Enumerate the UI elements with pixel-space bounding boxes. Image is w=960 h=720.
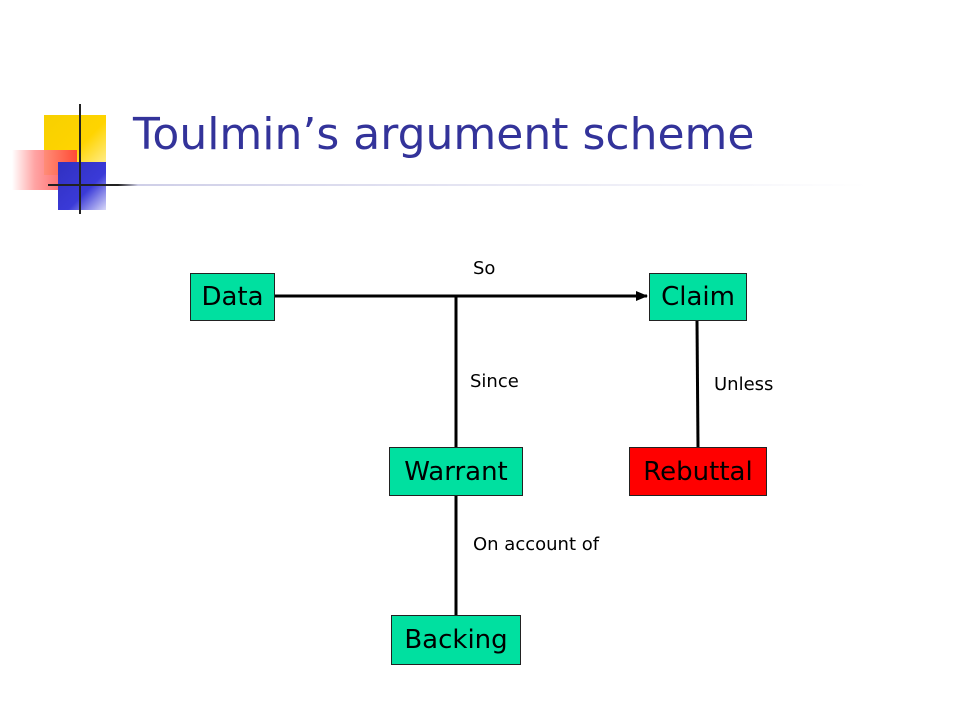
node-claim: Claim <box>649 273 747 321</box>
decorative-vertical-line <box>79 104 81 214</box>
slide-title: Toulmin’s argument scheme <box>133 109 755 160</box>
node-warrant-label: Warrant <box>404 456 508 487</box>
title-underline <box>48 184 868 186</box>
edge-label-unless: Unless <box>714 374 774 395</box>
node-warrant: Warrant <box>389 447 523 496</box>
node-rebuttal-label: Rebuttal <box>643 456 753 487</box>
node-backing-label: Backing <box>404 625 508 655</box>
node-data: Data <box>190 273 275 321</box>
edge-claim-to-rebuttal <box>695 320 700 448</box>
node-rebuttal: Rebuttal <box>629 447 767 496</box>
node-backing: Backing <box>391 615 521 665</box>
decorative-blue-square <box>58 162 106 210</box>
edge-label-so: So <box>473 258 496 279</box>
node-claim-label: Claim <box>661 282 735 312</box>
edge-label-since: Since <box>470 371 519 392</box>
edge-label-on-account-of: On account of <box>473 534 600 555</box>
node-data-label: Data <box>201 282 264 312</box>
